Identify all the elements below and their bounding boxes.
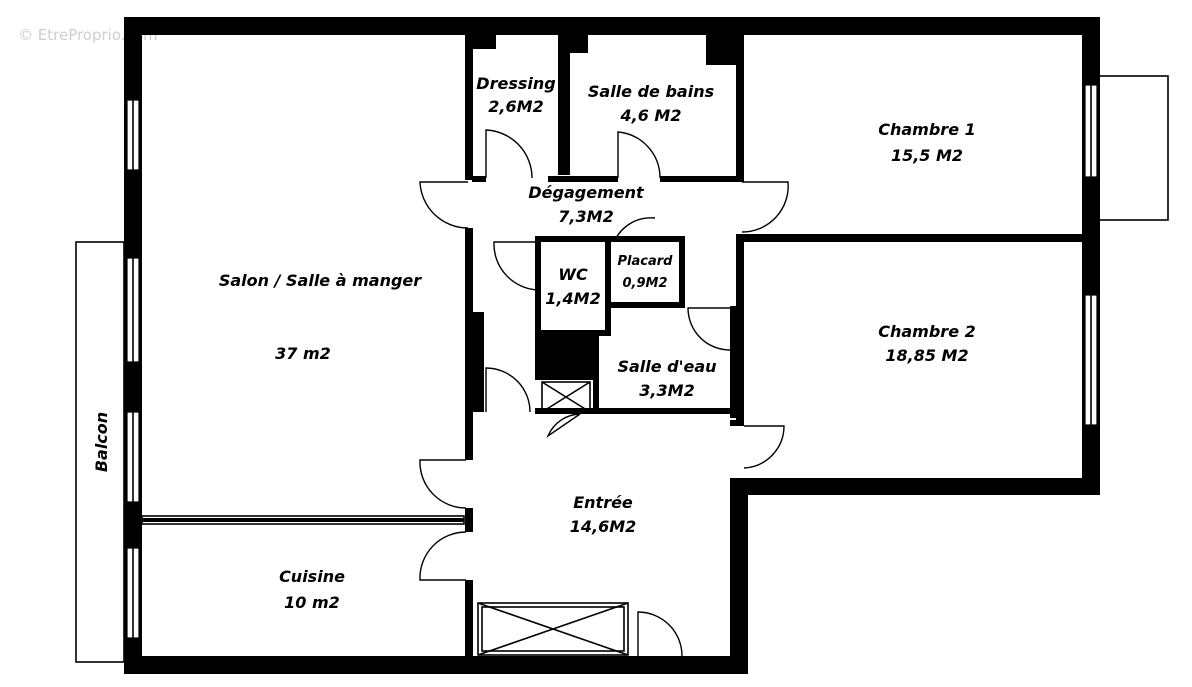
interior-walls: [141, 35, 1082, 660]
room-cuisine: Cuisine 10 m2: [279, 567, 345, 612]
windows: [126, 84, 1098, 639]
chambre1-name: Chambre 1: [878, 120, 976, 139]
wc-area: 1,4M2: [545, 289, 600, 308]
room-placard: Placard 0,9M2: [618, 254, 674, 291]
chambre2-area: 18,85 M2: [885, 346, 968, 365]
room-salle-de-bains: Salle de bains 4,6 M2: [588, 82, 714, 125]
room-wc: WC 1,4M2: [545, 265, 600, 308]
salle-d-eau-name: Salle d'eau: [617, 357, 716, 376]
balcony-label: Balcon: [92, 412, 111, 472]
cuisine-name: Cuisine: [279, 567, 345, 586]
room-chambre-1: Chambre 1 15,5 M2: [878, 120, 976, 165]
shaft: [541, 381, 591, 413]
chambre1-area: 15,5 M2: [891, 146, 963, 165]
salon-area: 37 m2: [275, 344, 331, 363]
cuisine-area: 10 m2: [284, 593, 340, 612]
room-chambre-2: Chambre 2 18,85 M2: [878, 322, 976, 365]
room-salle-d-eau: Salle d'eau 3,3M2: [617, 357, 716, 400]
watermark: © EtreProprio.com: [18, 26, 158, 44]
dressing-name: Dressing: [476, 74, 555, 93]
placard-area: 0,9M2: [622, 276, 667, 291]
placard-name: Placard: [618, 254, 674, 269]
salle-de-bains-area: 4,6 M2: [620, 106, 682, 125]
entree-name: Entrée: [573, 493, 633, 512]
outer-walls: [124, 17, 1100, 674]
room-salon: Salon / Salle à manger 37 m2: [219, 271, 422, 363]
degagement-name: Dégagement: [528, 183, 645, 202]
entree-area: 14,6M2: [570, 517, 637, 536]
salle-de-bains-name: Salle de bains: [588, 82, 714, 101]
chambre1-bay: [1097, 75, 1169, 221]
salle-d-eau-area: 3,3M2: [639, 381, 694, 400]
chambre2-name: Chambre 2: [878, 322, 976, 341]
room-dressing: Dressing 2,6M2: [476, 74, 555, 116]
entrance-closet: [477, 602, 629, 656]
room-entree: Entrée 14,6M2: [570, 493, 637, 536]
room-degagement: Dégagement 7,3M2: [528, 183, 645, 226]
degagement-area: 7,3M2: [558, 207, 613, 226]
dressing-area: 2,6M2: [488, 97, 543, 116]
wc-name: WC: [558, 265, 588, 284]
salon-name: Salon / Salle à manger: [219, 271, 422, 290]
doors: [419, 129, 789, 657]
